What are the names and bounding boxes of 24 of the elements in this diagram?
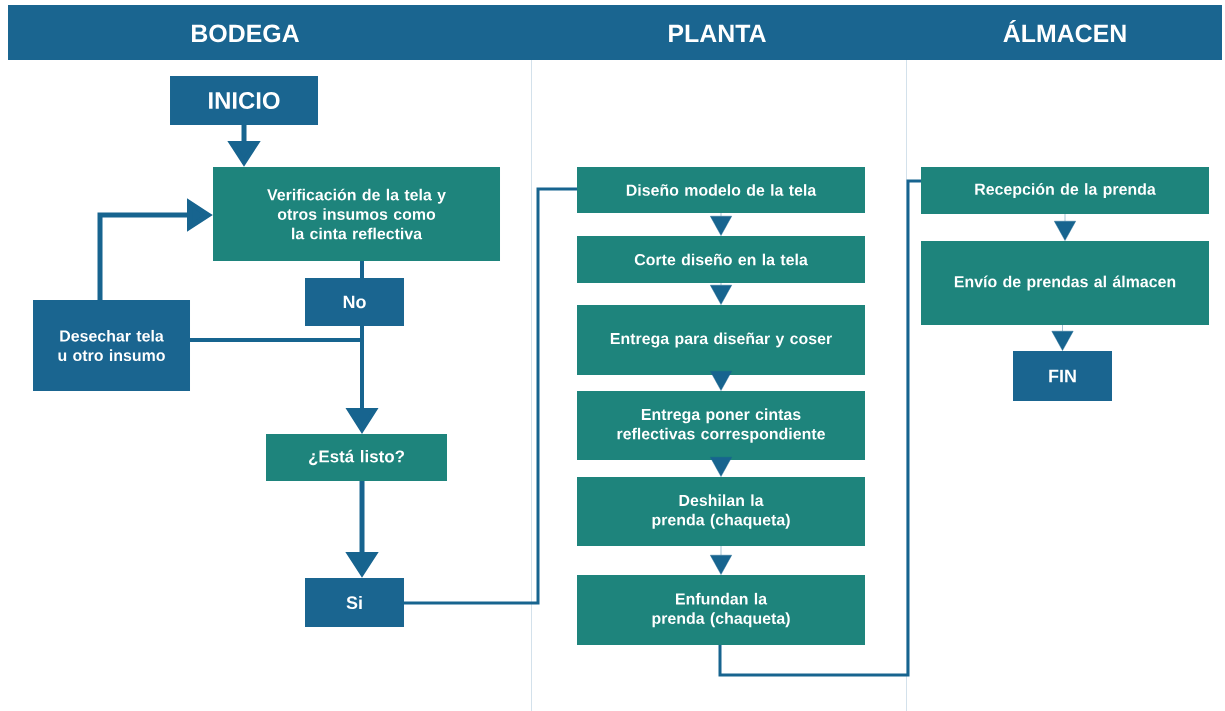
process-box: Enfundan la prenda (chaqueta)	[577, 575, 865, 645]
end-box: FIN	[1013, 351, 1112, 401]
start-box: INICIO	[170, 76, 318, 125]
process-box: Envío de prendas al álmacen	[921, 241, 1209, 325]
arrow	[710, 456, 732, 477]
decision-box: Si	[305, 578, 404, 627]
process-box: Deshilan la prenda (chaqueta)	[577, 477, 865, 546]
process-box: Entrega poner cintas reflectivas correspondiente	[577, 391, 865, 460]
arrow	[1054, 213, 1076, 241]
process-box: Desechar tela u otro insumo	[33, 300, 190, 391]
process-box: Recepción de la prenda	[921, 167, 1209, 214]
arrow	[1051, 324, 1074, 351]
arrow	[710, 370, 732, 391]
process-box: Entrega para diseñar y coser	[577, 305, 865, 375]
arrow	[710, 212, 732, 236]
process-box: Diseño modelo de la tela	[577, 167, 865, 213]
node-label: PLANTA	[669, 24, 766, 42]
decision-box: No	[305, 278, 404, 326]
process-box: Verificación de la tela y otros insumos como la cinta reflectiva	[213, 167, 500, 261]
decision-box: ¿Está listo?	[266, 434, 447, 481]
process-box: Corte diseño en la tela	[577, 236, 865, 283]
arrow	[710, 282, 732, 305]
arrow	[710, 545, 732, 575]
node-label: ÁLMACEN	[1003, 19, 1126, 43]
